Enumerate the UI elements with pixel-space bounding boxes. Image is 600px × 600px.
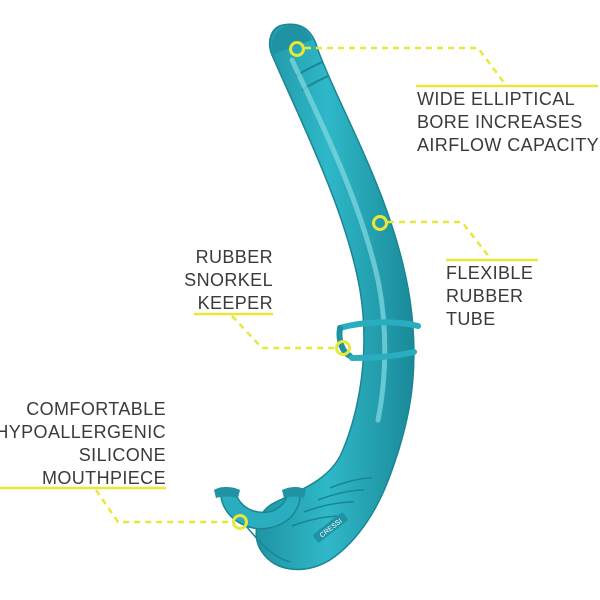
callout-keeper-line-2: SNORKEL [184,270,273,290]
callout-tube-line-2: RUBBER [446,286,524,306]
callout-bore-line-3: AIRFLOW CAPACITY [417,135,600,155]
marker-bore [289,41,305,57]
callout-markers [232,41,388,530]
callout-line-bore [305,46,506,85]
snorkel-tube [255,23,415,571]
callout-bore: WIDE ELLIPTICAL BORE INCREASES AIRFLOW C… [417,88,599,157]
callout-tube-line-1: FLEXIBLE [446,263,534,283]
callout-line-tube [388,220,491,259]
callout-keeper-line-1: RUBBER [195,247,273,267]
callout-tube: FLEXIBLE RUBBER TUBE [446,262,533,331]
mouthpiece [214,486,306,563]
callout-mouthpiece: COMFORTABLE HYPOALLERGENIC SILICONE MOUT… [0,398,166,490]
tube-highlight [289,57,388,423]
marker-keeper [335,340,351,356]
callout-keeper: RUBBER SNORKEL KEEPER [184,246,273,315]
callout-lines [0,46,598,524]
callout-line-keeper [231,315,336,350]
callout-mouthpiece-line-3: SILICONE [78,445,166,465]
callout-mouthpiece-line-1: COMFORTABLE [26,399,166,419]
callout-mouthpiece-line-2: HYPOALLERGENIC [0,422,166,442]
callout-keeper-line-3: KEEPER [197,293,273,313]
callout-tube-line-3: TUBE [446,309,496,329]
callout-bore-line-1: WIDE ELLIPTICAL [417,89,576,109]
callout-mouthpiece-line-4: MOUTHPIECE [41,468,166,488]
callout-line-mouthpiece [94,489,232,524]
callout-bore-line-2: BORE INCREASES [417,112,583,132]
snorkel-top-opening [271,24,312,55]
marker-tube [372,215,388,231]
marker-mouthpiece [232,514,248,530]
snorkel-keeper [336,319,421,361]
